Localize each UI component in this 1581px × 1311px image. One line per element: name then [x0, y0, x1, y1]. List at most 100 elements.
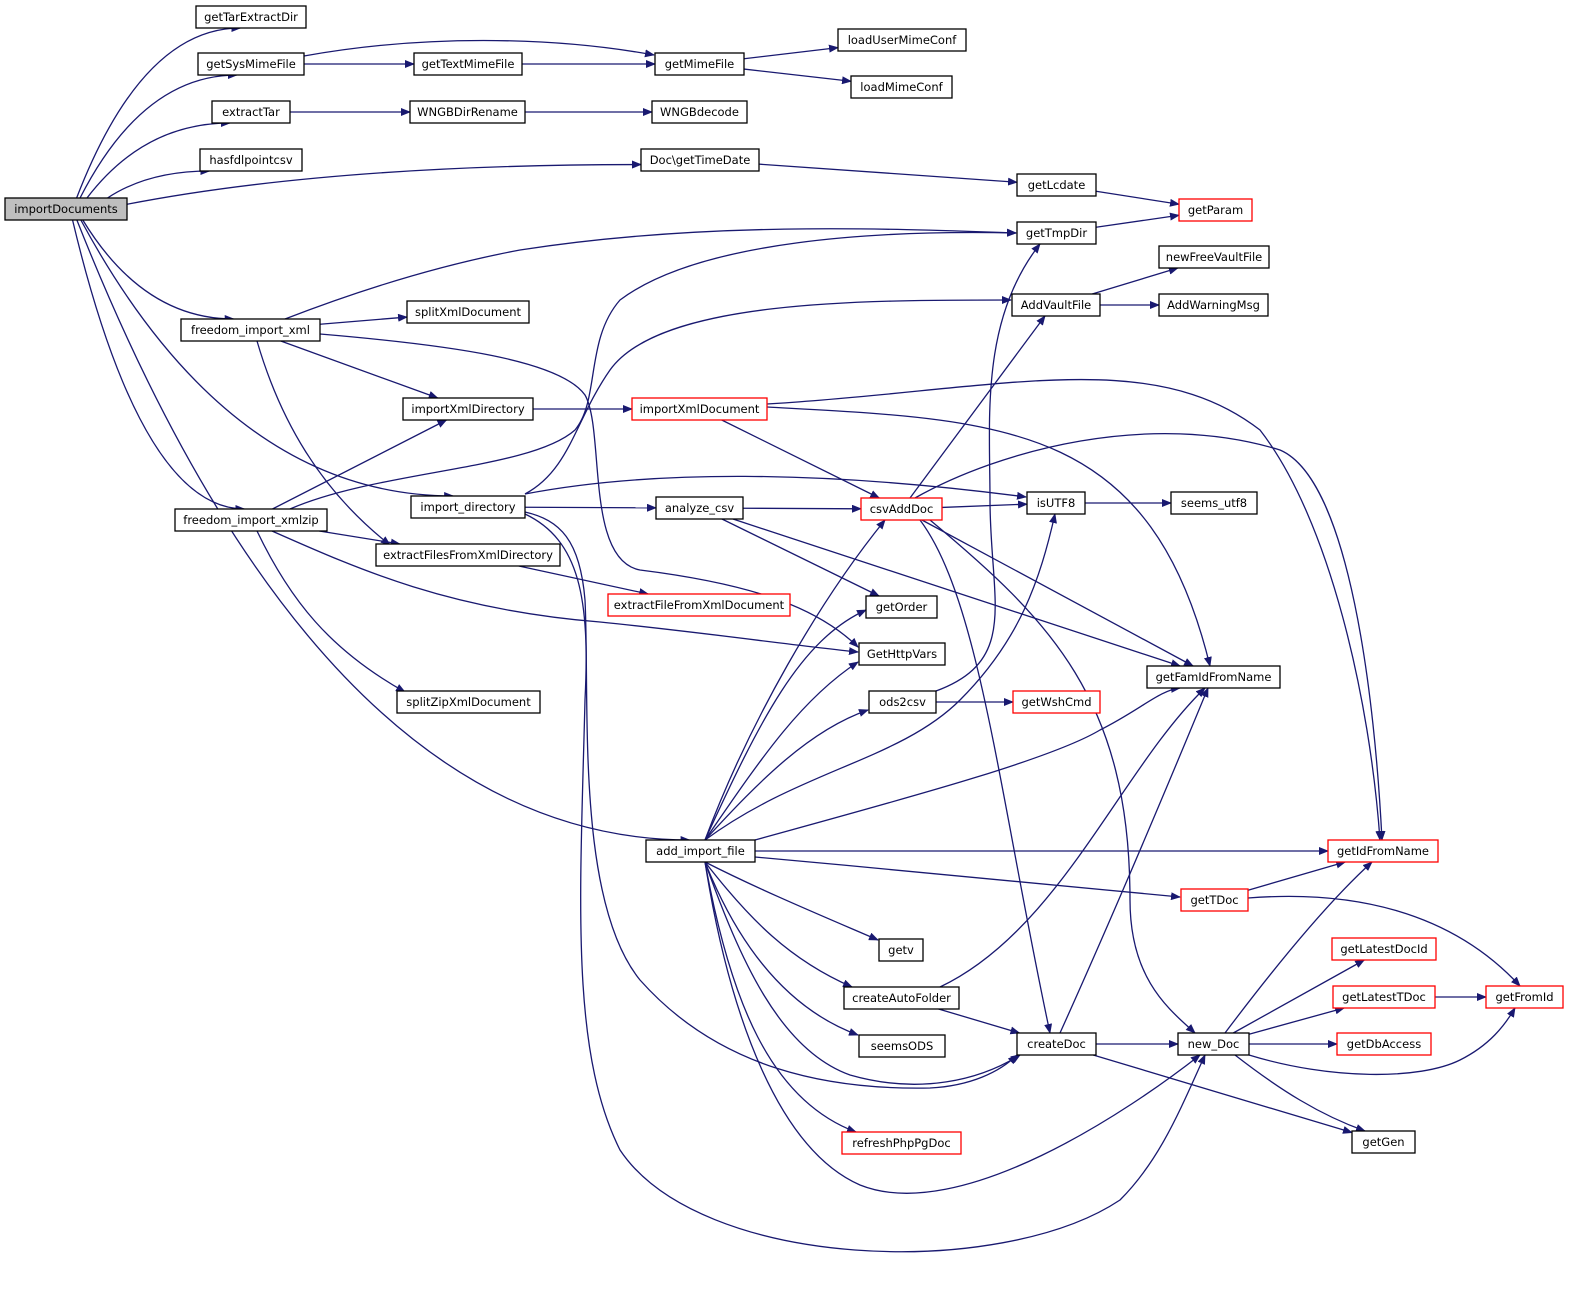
- node-seems_utf8[interactable]: seems_utf8: [1170, 491, 1258, 515]
- node-box: [860, 497, 943, 521]
- node-isUTF8[interactable]: isUTF8: [1026, 491, 1086, 515]
- node-box: [1026, 491, 1086, 515]
- node-label: getMimeFile: [665, 57, 735, 71]
- node-label: freedom_import_xmlzip: [183, 513, 318, 527]
- node-csvAddDoc[interactable]: csvAddDoc: [860, 497, 943, 521]
- node-box: [858, 642, 946, 666]
- node-box: [4, 197, 128, 221]
- node-splitXmlDocument[interactable]: splitXmlDocument: [406, 300, 530, 324]
- node-getFamIdFromName[interactable]: getFamIdFromName: [1146, 665, 1281, 689]
- node-label: getFromId: [1495, 990, 1553, 1004]
- node-getParam[interactable]: getParam: [1178, 198, 1253, 222]
- node-GetHttpVars[interactable]: GetHttpVars: [858, 642, 946, 666]
- edge-csvAddDoc-to-createDoc: [919, 519, 1053, 1034]
- edge-freedom_import_xml-to-extractFilesFromXmlDirectory: [256, 340, 391, 546]
- edge-extractFilesFromXmlDirectory-to-extractFileFromXmlDocument: [518, 565, 650, 597]
- node-extractTar[interactable]: extractTar: [211, 100, 291, 124]
- node-extractFilesFromXmlDirectory[interactable]: extractFilesFromXmlDirectory: [375, 543, 561, 567]
- node-label: getParam: [1188, 203, 1243, 217]
- node-getMimeFile[interactable]: getMimeFile: [654, 52, 745, 76]
- node-label: importDocuments: [14, 202, 118, 216]
- node-importXmlDirectory[interactable]: importXmlDirectory: [402, 397, 534, 421]
- edge-new_Doc-to-getFromId: [1248, 1007, 1516, 1076]
- node-getGen[interactable]: getGen: [1351, 1130, 1416, 1154]
- node-label: import_directory: [420, 500, 515, 514]
- node-splitZipXmlDocument[interactable]: splitZipXmlDocument: [396, 690, 541, 714]
- node-DocGetTimeDate[interactable]: Doc\getTimeDate: [640, 148, 760, 172]
- node-extractFileFromXmlDocument[interactable]: extractFileFromXmlDocument: [607, 593, 791, 617]
- node-newFreeVaultFile[interactable]: newFreeVaultFile: [1158, 245, 1270, 269]
- node-import_directory[interactable]: import_directory: [410, 495, 526, 519]
- node-box: [655, 496, 744, 520]
- node-label: getv: [888, 943, 914, 957]
- edge-getMimeFile-to-loadMimeConf: [743, 68, 852, 85]
- node-label: Doc\getTimeDate: [650, 153, 751, 167]
- node-getDbAccess[interactable]: getDbAccess: [1336, 1032, 1432, 1056]
- node-getv[interactable]: getv: [878, 938, 924, 962]
- node-getLatestTDoc[interactable]: getLatestTDoc: [1332, 985, 1436, 1009]
- node-box: [197, 52, 305, 76]
- node-WNGBdecode[interactable]: WNGBdecode: [651, 100, 748, 124]
- node-label: AddVaultFile: [1021, 298, 1092, 312]
- node-box: [410, 495, 526, 519]
- node-label: loadUserMimeConf: [848, 33, 958, 47]
- node-importXmlDocument[interactable]: importXmlDocument: [631, 397, 768, 421]
- node-label: getGen: [1362, 1135, 1404, 1149]
- edge-new_Doc-to-getIdFromName: [1224, 861, 1373, 1034]
- node-getLcdate[interactable]: getLcdate: [1016, 173, 1097, 197]
- edge-add_import_file-to-csvAddDoc: [704, 519, 886, 841]
- node-getIdFromName[interactable]: getIdFromName: [1327, 839, 1439, 863]
- node-refreshPhpPgDoc[interactable]: refreshPhpPgDoc: [841, 1131, 962, 1155]
- node-label: getTarExtractDir: [204, 10, 298, 24]
- node-freedom_import_xmlzip[interactable]: freedom_import_xmlzip: [174, 508, 328, 532]
- node-box: [654, 52, 745, 76]
- node-label: hasfdlpointcsv: [209, 153, 293, 167]
- node-getWshCmd[interactable]: getWshCmd: [1012, 690, 1101, 714]
- node-box: [1351, 1130, 1416, 1154]
- node-getOrder[interactable]: getOrder: [865, 595, 938, 619]
- node-label: new_Doc: [1188, 1037, 1240, 1051]
- node-seemsODS[interactable]: seemsODS: [858, 1034, 946, 1058]
- node-WNGBDirRename[interactable]: WNGBDirRename: [409, 100, 526, 124]
- node-label: importXmlDocument: [640, 402, 760, 416]
- node-box: [1016, 173, 1097, 197]
- edge-add_import_file-to-createDoc: [704, 861, 1021, 1085]
- node-label: getDbAccess: [1347, 1037, 1421, 1051]
- node-hasfdlpointcsv[interactable]: hasfdlpointcsv: [199, 148, 303, 172]
- node-label: getSysMimeFile: [206, 57, 296, 71]
- node-freedom_import_xml[interactable]: freedom_import_xml: [180, 318, 321, 342]
- node-box: [1331, 937, 1437, 961]
- node-getTmpDir[interactable]: getTmpDir: [1016, 221, 1097, 245]
- node-AddWarningMsg[interactable]: AddWarningMsg: [1158, 293, 1269, 317]
- edge-importDocuments-to-add_import_file: [76, 219, 691, 844]
- node-loadUserMimeConf[interactable]: loadUserMimeConf: [837, 28, 967, 52]
- node-label: analyze_csv: [665, 501, 735, 515]
- node-ods2csv[interactable]: ods2csv: [868, 690, 937, 714]
- node-getLatestDocId[interactable]: getLatestDocId: [1331, 937, 1437, 961]
- node-createDoc[interactable]: createDoc: [1016, 1032, 1097, 1056]
- edge-importXmlDocument-to-csvAddDoc: [721, 419, 881, 499]
- node-importDocuments[interactable]: importDocuments: [4, 197, 128, 221]
- edge-createAutoFolder-to-getFamIdFromName: [939, 687, 1206, 988]
- node-add_import_file[interactable]: add_import_file: [645, 839, 756, 863]
- node-loadMimeConf[interactable]: loadMimeConf: [850, 75, 953, 99]
- node-getFromId[interactable]: getFromId: [1485, 985, 1564, 1009]
- node-getTDoc[interactable]: getTDoc: [1180, 888, 1249, 912]
- node-box: [850, 75, 953, 99]
- node-box: [878, 938, 924, 962]
- node-AddVaultFile[interactable]: AddVaultFile: [1011, 293, 1101, 317]
- edge-add_import_file-to-getv: [704, 861, 879, 941]
- edge-getMimeFile-to-loadUserMimeConf: [743, 44, 839, 60]
- edge-add_import_file-to-ods2csv: [704, 709, 869, 841]
- node-getSysMimeFile[interactable]: getSysMimeFile: [197, 52, 305, 76]
- node-getTextMimeFile[interactable]: getTextMimeFile: [413, 52, 523, 76]
- node-createAutoFolder[interactable]: createAutoFolder: [843, 986, 960, 1010]
- node-label: add_import_file: [656, 844, 745, 858]
- edge-import_directory-to-AddVaultFile: [524, 296, 1012, 495]
- node-analyze_csv[interactable]: analyze_csv: [655, 496, 744, 520]
- node-new_Doc[interactable]: new_Doc: [1177, 1032, 1250, 1056]
- node-getTarExtractDir[interactable]: getTarExtractDir: [195, 5, 307, 29]
- node-label: loadMimeConf: [860, 80, 943, 94]
- edge-createDoc-to-getFamIdFromName: [1059, 687, 1209, 1034]
- edge-getTDoc-to-getIdFromName: [1247, 860, 1347, 891]
